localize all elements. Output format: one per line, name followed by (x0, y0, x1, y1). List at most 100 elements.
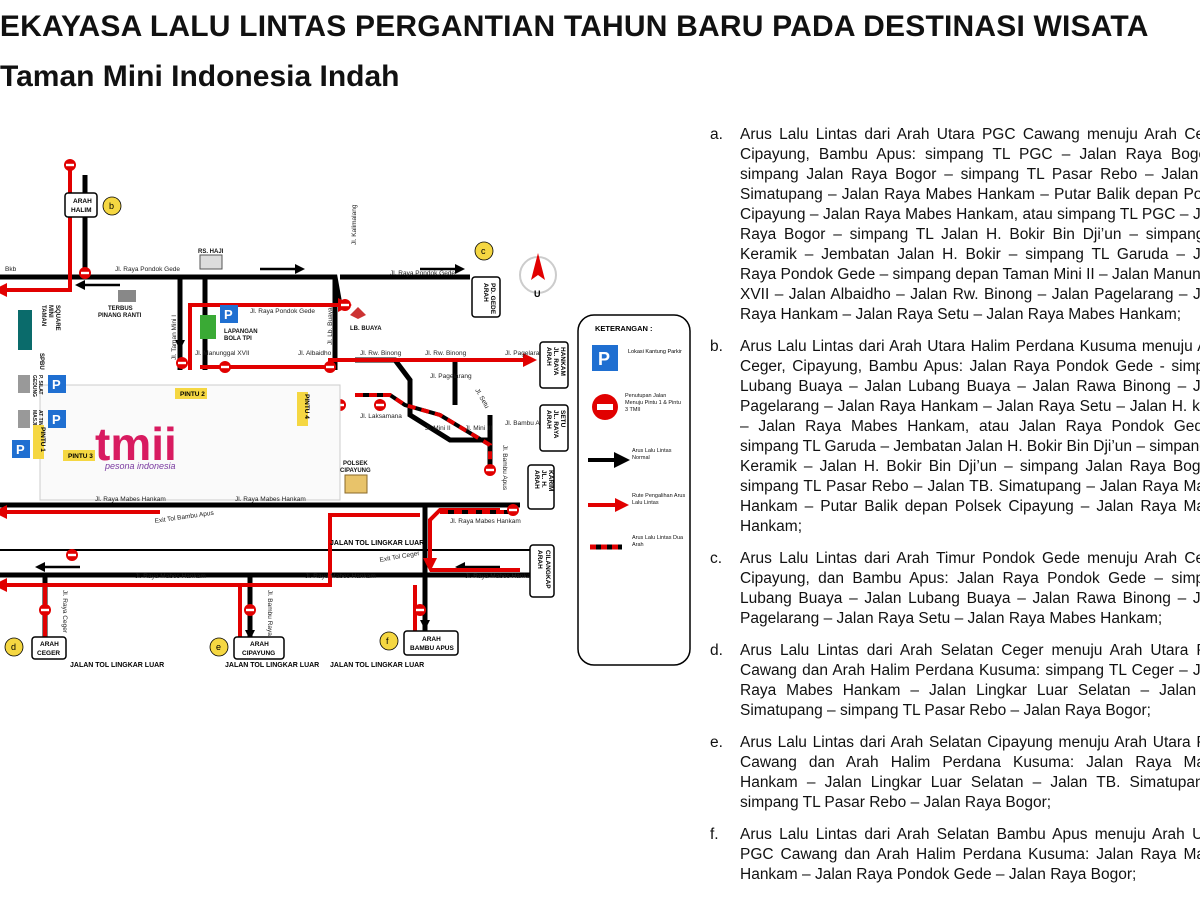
svg-text:CILANGKAP: CILANGKAP (544, 550, 551, 589)
route-text: Arus Lalu Lintas dari Arah Selatan Bambu… (740, 826, 1200, 883)
route-item-d: d. Arus Lalu Lintas dari Arah Selatan Ce… (710, 641, 1200, 721)
compass-north-icon: U (519, 253, 557, 299)
route-item-b: b. Arus Lalu Lintas dari Arah Utara Hali… (710, 337, 1200, 537)
label-laksamana: Jl. Laksamana (360, 413, 402, 420)
label-tol-4: JALAN TOL LINGKAR LUAR (330, 540, 424, 547)
label-pagelarang-1: Jl. Pagelarang (505, 350, 547, 357)
label-manunggal: Jl. Manunggal XVII (195, 350, 250, 357)
label-mini-3: Jl. Mini III (465, 425, 493, 432)
normal-arrows (35, 264, 500, 640)
terminal-pinang-ranti: TERBUS PINANG RANTI (98, 290, 142, 319)
legend-parking-label: Lokasi Kantung Parkir (628, 349, 682, 355)
polsek-cipayung: POLSEK CIPAYUNG (340, 461, 371, 494)
route-text: Arus Lalu Lintas dari Arah Utara Halim P… (740, 338, 1200, 535)
logo-text: tmii (95, 418, 177, 470)
svg-text:JL. RAYA: JL. RAYA (552, 347, 559, 376)
gedung-silat: GEDUNG P. SILAT (18, 375, 43, 397)
svg-text:P. SILAT: P. SILAT (37, 375, 43, 395)
diversion-mabes-south (0, 513, 420, 592)
svg-text:ARAH: ARAH (40, 641, 59, 648)
legend-parking: P Lokasi Kantung Parkir (592, 345, 682, 371)
lapangan-bola-tpi: LAPANGAN BOLA TPI (200, 315, 258, 342)
route-item-f: f. Arus Lalu Lintas dari Arah Selatan Ba… (710, 825, 1200, 885)
label-mabes-2: Jl. Raya Mabes Hankam (235, 496, 306, 503)
route-text: Arus Lalu Lintas dari Arah Timur Pondok … (740, 550, 1200, 627)
label-taman-mini: Jl. Taman Mini I (171, 315, 178, 360)
svg-text:POLSEK: POLSEK (343, 461, 368, 467)
svg-text:CEGER: CEGER (37, 650, 60, 657)
svg-text:HALIM: HALIM (71, 207, 92, 214)
lb-buaya-monument: LB. BUAYA (350, 307, 382, 332)
parking-markers: P P P P (12, 305, 238, 458)
label-kalimalang: Jl. Kalimalang (351, 204, 358, 245)
svg-text:BAMBU APUS: BAMBU APUS (410, 645, 454, 652)
svg-text:c: c (481, 246, 486, 256)
parking-icon: P (12, 440, 30, 458)
route-letter: c. (710, 550, 723, 567)
label-mabes-1: Jl. Raya Mabes Hankam (95, 496, 166, 503)
svg-text:LB. BUAYA: LB. BUAYA (350, 326, 382, 332)
direction-b: ARAH HALIM b (64, 192, 122, 218)
label-tol-1: JALAN TOL LINGKAR LUAR (70, 662, 164, 669)
label-pondok-gede-1: Jl. Raya Pondok Gede (115, 266, 180, 273)
legend-normal-label: Arus Lalu Lintas Normal (632, 448, 672, 461)
svg-text:SQUARE: SQUARE (54, 305, 60, 331)
svg-text:U: U (534, 289, 541, 299)
label-mabes-6: Jl. Raya Mabes Hankam (465, 573, 536, 580)
label-setu: Jl. Setu (473, 388, 490, 411)
svg-text:CIPAYUNG: CIPAYUNG (340, 468, 371, 474)
toll-labels: JALAN TOL LINGKAR LUAR JALAN TOL LINGKAR… (70, 540, 424, 669)
gate-1: PINTU 1 (39, 427, 46, 452)
legend-two-way: Arus Lalu Lintas Dua Arah (590, 535, 683, 550)
direction-hankam: ARAH JL. RAYA HANKAM (539, 341, 569, 389)
label-pondok-gede-2: Jl. Raya Pondok Gede (250, 308, 315, 315)
direction-markers: ARAH HALIM b ARAH PD. GEDE c ARAH JL. RA… (4, 192, 569, 660)
svg-text:JL. RAYA: JL. RAYA (552, 410, 559, 439)
label-mabes-4: Jl. Raya Mabes Hankam (135, 573, 206, 580)
svg-text:CIPAYUNG: CIPAYUNG (242, 650, 275, 657)
rs-haji: RS. HAJI (198, 249, 224, 270)
direction-karim: ARAH JL. H. KARIM (527, 464, 555, 510)
page-title: REKAYASA LALU LINTAS PERGANTIAN TAHUN BA… (0, 10, 1149, 43)
parking-icon: P (220, 305, 238, 323)
closure-signs (39, 159, 519, 616)
svg-text:ARAH: ARAH (536, 550, 543, 569)
svg-text:LAPANGAN: LAPANGAN (224, 329, 258, 335)
svg-text:SETU: SETU (559, 410, 566, 428)
parking-icon: P (48, 410, 66, 428)
svg-text:P: P (52, 412, 61, 427)
legend-closure: Penutupan Jalan Menuju Pintu 1 & Pintu 3… (592, 393, 681, 420)
masjid-at-tin: MASJID AT TIN (18, 410, 43, 429)
svg-text:TAMAN: TAMAN (40, 305, 46, 326)
route-letter: a. (710, 126, 723, 143)
svg-text:MASJID: MASJID (31, 410, 37, 429)
legend-diversion: Rute Pengalihan Arus Lalu Lintas (588, 493, 685, 512)
route-text: Arus Lalu Lintas dari Arah Selatan Cipay… (740, 734, 1200, 811)
diversion-manunggal (188, 298, 352, 370)
svg-text:PD. GEDE: PD. GEDE (489, 283, 496, 315)
legend-title: KETERANGAN : (595, 324, 653, 333)
label-mabes-3: Jl. Raya Mabes Hankam (450, 518, 521, 525)
label-tol-3: JALAN TOL LINGKAR LUAR (330, 662, 424, 669)
svg-text:ARAH: ARAH (73, 198, 92, 205)
svg-text:ARAH: ARAH (545, 410, 552, 429)
gate-4: PINTU 4 (303, 394, 310, 419)
places: RS. HAJI TERBUS PINANG RANTI LAPANGAN BO… (18, 249, 382, 494)
direction-e: ARAH CIPAYUNG e (209, 636, 285, 660)
svg-text:f: f (386, 636, 389, 646)
svg-text:AT TIN: AT TIN (37, 410, 43, 426)
label-exit-ceger: Exit Tol Ceger (379, 550, 421, 564)
svg-text:ARAH: ARAH (250, 641, 269, 648)
page-subtitle: Taman Mini Indonesia Indah (0, 60, 400, 93)
label-exit-bambu: Exit Tol Bambu Apus (154, 510, 215, 525)
svg-text:ARAH: ARAH (482, 283, 489, 302)
traffic-map: Bkb Jl. Raya Pondok Gede Jl. Raya Pondok… (0, 159, 691, 669)
label-bambu-apus-r: Jl. Bambu Apus (505, 420, 551, 427)
svg-text:PINANG RANTI: PINANG RANTI (98, 313, 142, 319)
svg-text:RS. HAJI: RS. HAJI (198, 249, 224, 255)
route-item-c: c. Arus Lalu Lintas dari Arah Timur Pond… (710, 549, 1200, 629)
route-text: Arus Lalu Lintas dari Arah Selatan Ceger… (740, 642, 1200, 719)
label-bambu-apus-v: Jl. Bambu Apus (501, 445, 508, 491)
diversion-albaidho (200, 353, 537, 369)
spbu-label: SPBU (38, 353, 44, 370)
